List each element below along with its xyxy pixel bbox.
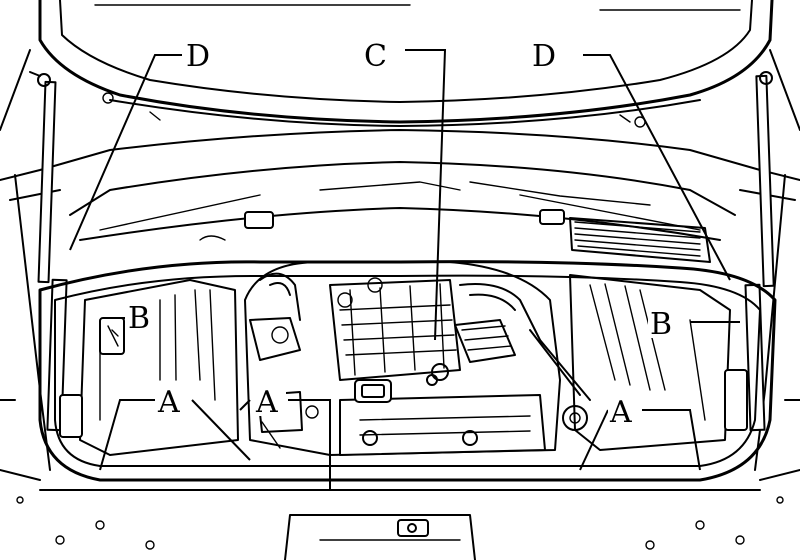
vent-grille [569, 217, 711, 263]
hood-strut-left [29, 71, 68, 432]
hood-seal [38, 260, 777, 482]
callout-a-right: A [609, 395, 632, 430]
hood-strut-right [744, 71, 775, 432]
right-inner-fender [569, 274, 748, 451]
leader-lines [69, 49, 740, 490]
front-crossmember [0, 399, 800, 560]
callout-b-right: B [650, 307, 672, 342]
engine-block [244, 261, 591, 456]
callout-a-left: A [157, 385, 180, 420]
callout-c: C [364, 39, 387, 74]
callout-b-left: B [128, 301, 150, 336]
callout-a-center: A [255, 385, 278, 420]
left-inner-fender [59, 279, 239, 456]
hood [38, 0, 774, 128]
cowl-panel [69, 161, 736, 263]
callout-labels: D C D B B A A A [126, 36, 676, 430]
callout-d-left: D [186, 39, 210, 74]
callout-d-right: D [532, 39, 556, 74]
